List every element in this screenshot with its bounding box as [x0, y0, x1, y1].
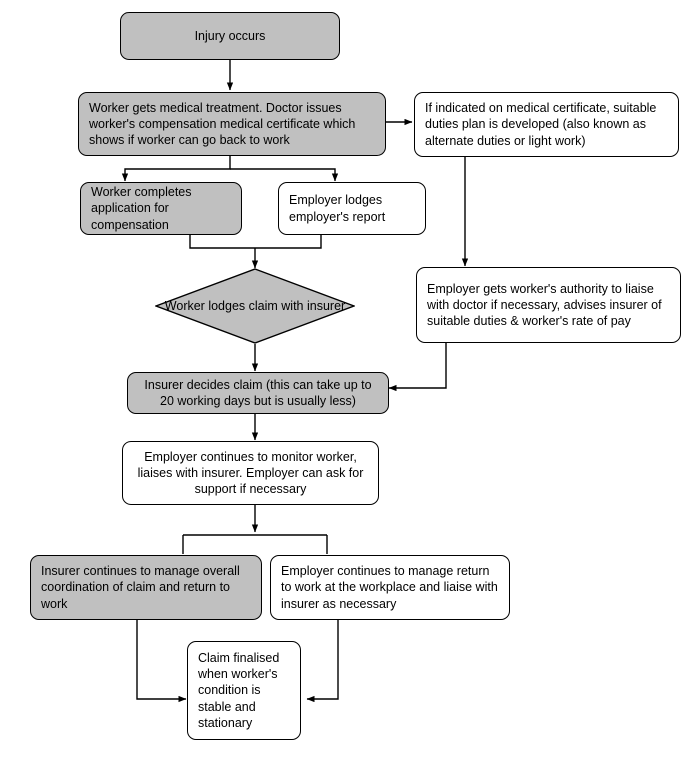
edge-employer-report-to-merge [255, 235, 322, 249]
edge-employer-return-to-work-to-claim-finalised [306, 620, 339, 703]
node-worker-application-label: Worker completes application for compens… [91, 185, 192, 232]
node-medical-treatment-label: Worker gets medical treatment. Doctor is… [89, 100, 356, 148]
node-employer-report[interactable]: Employer lodges employer's report [278, 182, 426, 235]
node-insurer-decides[interactable]: Insurer decides claim (this can take up … [127, 372, 389, 414]
node-medical-treatment[interactable]: Worker gets medical treatment. Doctor is… [78, 92, 386, 156]
node-worker-lodges-claim[interactable]: Worker lodges claim with insurer [155, 268, 355, 344]
edge-employer-authority-to-insurer-decides [388, 343, 447, 392]
node-employer-return-to-work[interactable]: Employer continues to manage return to w… [270, 555, 510, 620]
node-claim-finalised-label: Claim finalised when worker's condition … [198, 650, 280, 730]
node-employer-report-label: Employer lodges employer's report [289, 193, 386, 224]
node-suitable-duties[interactable]: If indicated on medical certificate, sui… [414, 92, 679, 157]
diamond-shape [155, 268, 355, 344]
node-employer-authority-label: Employer gets worker's authority to liai… [427, 281, 662, 329]
node-worker-application[interactable]: Worker completes application for compens… [80, 182, 242, 235]
node-employer-authority[interactable]: Employer gets worker's authority to liai… [416, 267, 681, 343]
edge-medical-to-employer-report [230, 168, 339, 182]
node-employer-monitors-label: Employer continues to monitor worker, li… [137, 449, 364, 497]
node-suitable-duties-label: If indicated on medical certificate, sui… [425, 101, 657, 148]
node-insurer-decides-label: Insurer decides claim (this can take up … [144, 377, 372, 408]
node-injury-occurs-label: Injury occurs [194, 28, 266, 43]
edge-medical-to-worker-application [121, 156, 231, 182]
node-employer-return-to-work-label: Employer continues to manage return to w… [281, 564, 498, 611]
node-insurer-coordination-label: Insurer continues to manage overall coor… [41, 564, 240, 611]
node-insurer-coordination[interactable]: Insurer continues to manage overall coor… [30, 555, 262, 620]
edge-insurer-coordination-to-claim-finalised [136, 620, 187, 703]
node-claim-finalised[interactable]: Claim finalised when worker's condition … [187, 641, 301, 740]
edge-worker-application-to-merge [189, 235, 255, 249]
node-employer-monitors[interactable]: Employer continues to monitor worker, li… [122, 441, 379, 505]
node-worker-lodges-claim-label: Worker lodges claim with insurer [164, 298, 346, 313]
node-injury-occurs[interactable]: Injury occurs [120, 12, 340, 60]
